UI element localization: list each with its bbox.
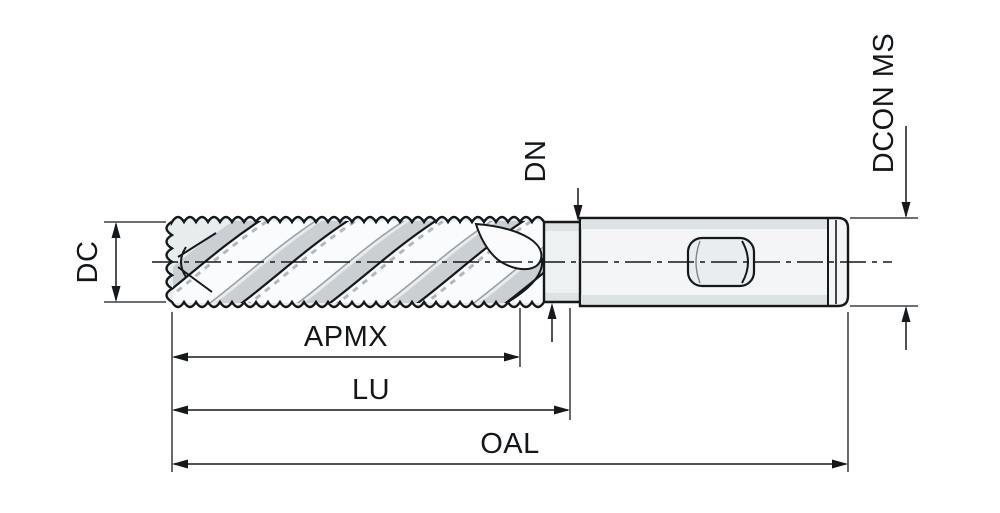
flute-serration <box>335 221 447 303</box>
neck-shade-top <box>544 223 581 231</box>
dc-dimension <box>104 221 166 303</box>
flute-face <box>241 221 404 303</box>
dn-arrowhead-up <box>547 303 557 319</box>
lu-label: LU <box>352 374 390 406</box>
flute-serration <box>173 221 271 297</box>
neck-shade-bottom <box>544 293 581 301</box>
dn-label: DN <box>520 140 552 183</box>
flute-serration <box>423 221 535 303</box>
apmx-label: APMX <box>304 321 388 353</box>
oal-arrowhead-right <box>832 459 848 469</box>
shank-shade-top <box>581 220 827 229</box>
dcon-arrowhead-down <box>901 202 911 218</box>
end-center-arc <box>180 246 187 278</box>
flute-face <box>505 273 543 303</box>
dcon-ms-label: DCON MS <box>868 33 900 173</box>
flute-runout-lobe <box>474 222 543 271</box>
dc-arrowhead-up <box>111 222 121 238</box>
cutter-outline <box>165 215 546 309</box>
flute-leading-edge <box>504 271 543 303</box>
dn-dimension <box>547 188 583 342</box>
dimensions <box>104 126 918 472</box>
weldon-flat-left-curve <box>695 240 701 284</box>
lu-arrowhead-right <box>554 405 570 415</box>
oal-dimension <box>172 312 849 472</box>
dcon-dimension <box>850 126 918 350</box>
flute-shadow <box>173 221 260 289</box>
apmx-dimension <box>172 308 521 367</box>
apmx-arrowhead-left <box>172 352 188 362</box>
end-teeth <box>177 232 217 293</box>
dn-arrowhead-down <box>573 205 583 221</box>
dc-arrowhead-down <box>111 286 121 302</box>
oal-arrowhead-left <box>172 459 188 469</box>
lu-arrowhead-left <box>172 405 188 415</box>
end-gash-upper <box>177 232 217 258</box>
oal-label: OAL <box>480 428 540 460</box>
dcon-arrowhead-up <box>901 306 911 322</box>
shank-shade-bottom <box>581 295 827 304</box>
dc-label: DC <box>72 241 104 284</box>
lu-dimension <box>172 308 571 420</box>
apmx-arrowhead-right <box>504 352 520 362</box>
flute-serration <box>247 221 359 303</box>
